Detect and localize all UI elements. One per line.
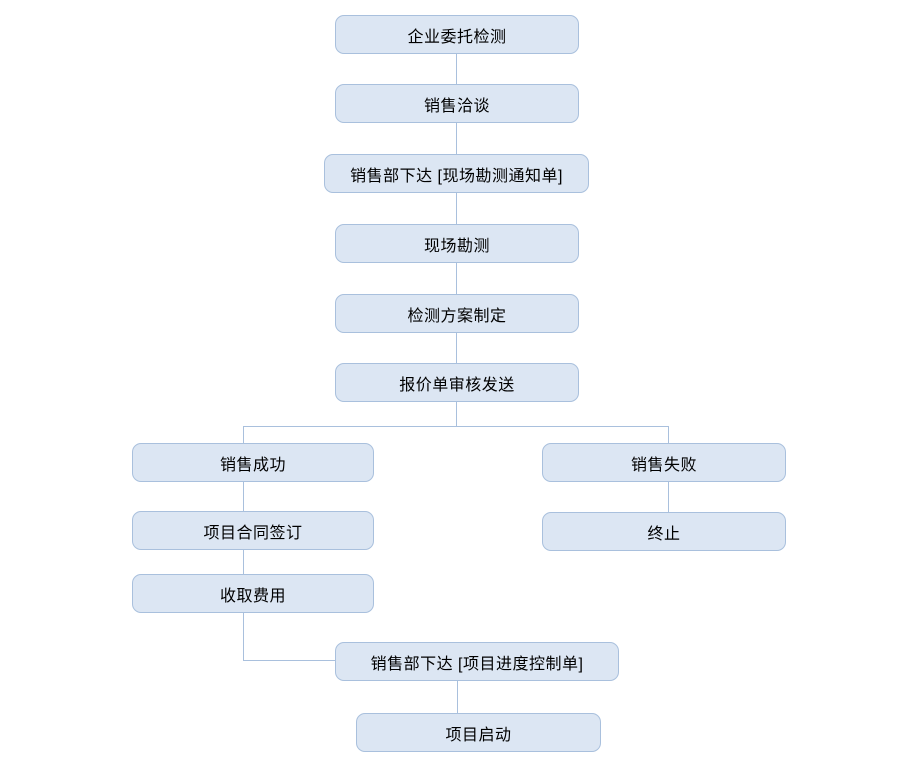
connector-3-4 [456,193,457,224]
connector-fee-elbow-vertical [243,613,244,660]
connector-control-launch [457,681,458,713]
flow-node-project-progress-control[interactable]: 销售部下达 [项目进度控制单] [335,642,619,681]
connector-2-3 [456,123,457,154]
flow-node-terminate[interactable]: 终止 [542,512,786,551]
connector-failure-terminate [668,482,669,512]
flow-node-enterprise-commissioned-testing[interactable]: 企业委托检测 [335,15,579,54]
connector-branch-cross [243,426,669,427]
connector-branch-stem [456,402,457,426]
flow-node-project-contract-signing[interactable]: 项目合同签订 [132,511,374,550]
flow-node-project-launch[interactable]: 项目启动 [356,713,601,752]
connector-success-contract [243,482,244,511]
flow-node-testing-plan-formulation[interactable]: 检测方案制定 [335,294,579,333]
connector-4-5 [456,263,457,294]
flow-node-sales-failure[interactable]: 销售失败 [542,443,786,482]
connector-branch-left [243,426,244,443]
flow-node-site-survey-notice[interactable]: 销售部下达 [现场勘测通知单] [324,154,589,193]
connector-1-2 [456,54,457,84]
flow-node-fee-collection[interactable]: 收取费用 [132,574,374,613]
connector-branch-right [668,426,669,443]
connector-fee-elbow-horizontal [243,660,335,661]
flow-node-quotation-review-and-send[interactable]: 报价单审核发送 [335,363,579,402]
flow-node-sales-negotiation[interactable]: 销售洽谈 [335,84,579,123]
flow-node-site-survey[interactable]: 现场勘测 [335,224,579,263]
connector-5-6 [456,333,457,363]
flow-node-sales-success[interactable]: 销售成功 [132,443,374,482]
connector-contract-fee [243,550,244,574]
